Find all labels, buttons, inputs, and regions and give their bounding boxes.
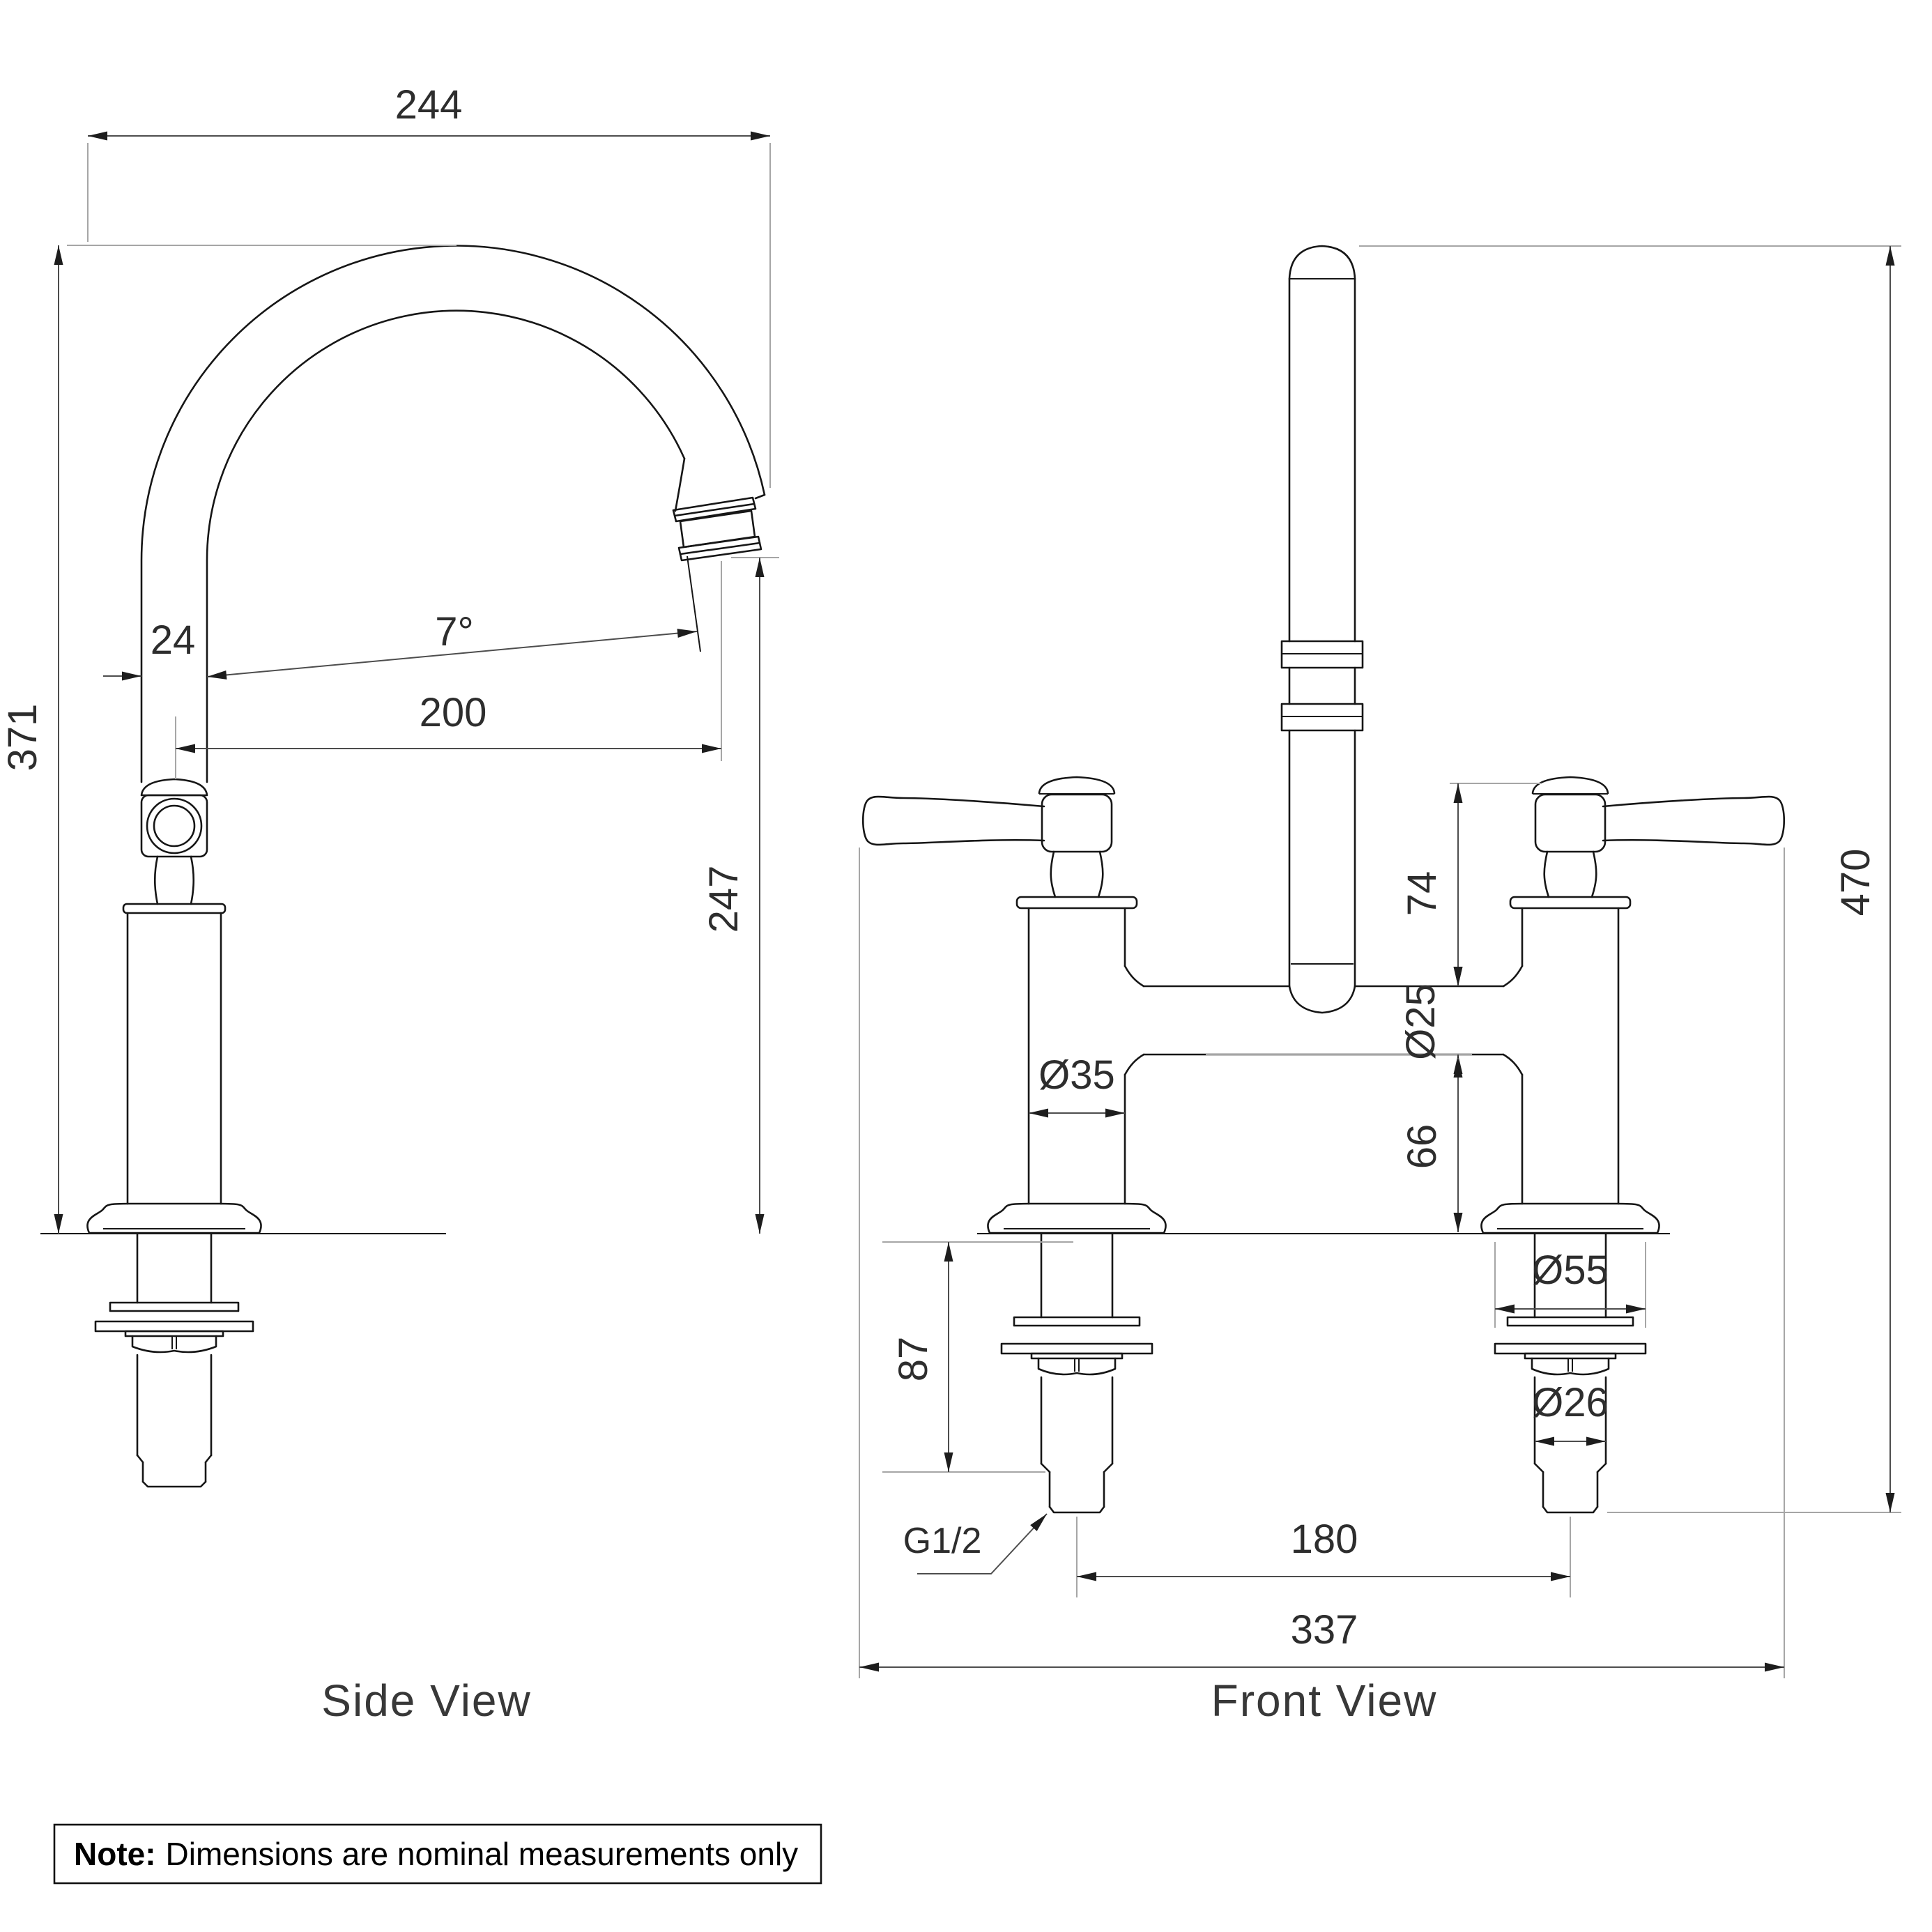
handle-head [1041,793,1113,853]
front-view-label: Front View [1211,1676,1438,1726]
dim-87-text: 87 [891,1337,936,1382]
dim-200-text: 200 [420,690,487,735]
dim-200: 200 [175,561,722,779]
side-view-label: Side View [321,1676,531,1726]
dim-247-text: 247 [701,866,746,933]
dim-247: 247 [701,557,779,1234]
valve-neck [153,855,195,905]
dim-470: 470 [1359,245,1901,1513]
dim-dia35: Ø35 [1029,1052,1125,1118]
note-box: Note: Dimensions are nominal measurements… [53,1823,822,1885]
dim-dia25: Ø25 [1206,942,1472,1098]
dim-dia25-text: Ø25 [1398,983,1443,1060]
handle-lever [862,795,1045,846]
pillar-body [126,912,222,1205]
dim-244: 244 [87,82,771,488]
dim-7deg-text: 7° [435,609,473,654]
valve-boss-inner [153,804,196,848]
base-flange [86,1202,262,1234]
spout-outlet-axis [687,555,701,652]
dim-24: 24 [103,618,196,681]
pillar-collar [122,903,227,914]
pillar-flange [987,1202,1167,1234]
dim-74: 74 [1400,783,1542,986]
dim-66-text: 66 [1400,1124,1445,1170]
handle-cap [1038,776,1116,795]
valve-body [140,794,208,858]
dim-244-text: 244 [395,82,463,128]
dim-dia35-text: Ø35 [1038,1052,1115,1098]
spout-arch-outer [140,245,766,783]
dim-87: 87 [882,1241,1073,1473]
front-spout-pipe [1280,245,1364,1014]
spout-arch-inner [206,309,686,783]
dim-74-text: 74 [1400,871,1445,917]
dim-g12-text: G1/2 [903,1521,982,1561]
dim-g12: G1/2 [903,1513,1048,1574]
dim-7deg: 7° [206,609,698,680]
dim-dia55-text: Ø55 [1532,1248,1609,1293]
side-view: 244 371 24 7° 200 247 Side View [0,82,779,1726]
pillar-right [1480,776,1786,1514]
note-text: Note: Dimensions are nominal measurements… [74,1836,798,1872]
spout-nozzle [672,457,766,562]
valve-cap [140,778,208,797]
side-under-deck [94,1232,254,1488]
bridge-tube [1124,965,1524,1076]
dim-24-text: 24 [151,618,196,663]
dim-337: 337 [859,848,1785,1678]
dim-dia26: Ø26 [1532,1380,1609,1446]
valve-boss-outer [146,797,203,854]
dim-dia55: Ø55 [1494,1242,1646,1328]
dim-470-text: 470 [1833,849,1878,917]
dim-dia26-text: Ø26 [1532,1380,1609,1425]
note-prefix: Note: [74,1836,156,1872]
dim-66: 66 [1400,1058,1463,1232]
pillar-left [862,776,1167,1514]
spout-vee [1288,985,1356,1014]
front-view: 74 Ø25 66 Ø35 87 Ø55 Ø26 [859,245,1901,1726]
dim-371-text: 371 [0,704,45,772]
dim-371: 371 [0,245,457,1234]
dim-337-text: 337 [1291,1607,1358,1653]
dim-180: 180 [1076,1517,1571,1597]
note-body: Dimensions are nominal measurements only [166,1836,799,1872]
dim-180-text: 180 [1291,1517,1358,1562]
